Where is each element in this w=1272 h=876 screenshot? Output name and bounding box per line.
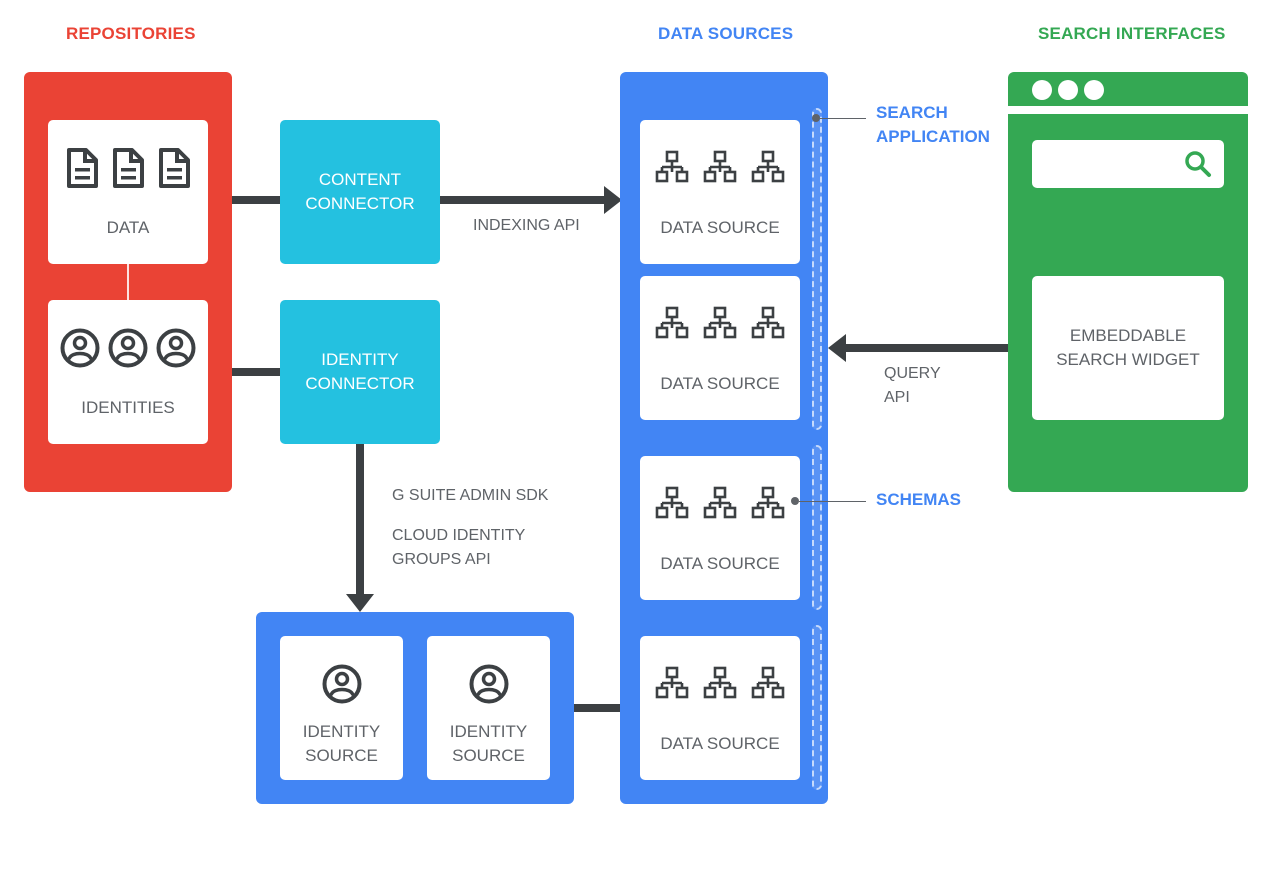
identity-sources-to-data-line (574, 704, 620, 712)
data-source-card[interactable]: DATA SOURCE (640, 120, 800, 264)
data-source-label: DATA SOURCE (660, 374, 780, 393)
data-card[interactable]: DATA (48, 120, 208, 264)
query-api-label-2: API (884, 389, 910, 406)
hierarchy-icon (655, 486, 689, 520)
search-application-rail (812, 445, 822, 610)
identity-source-label-2: SOURCE (305, 746, 378, 765)
window-control-dot[interactable] (1058, 80, 1078, 100)
data-source-label: DATA SOURCE (660, 554, 780, 573)
identity-connector-line1: IDENTITY (321, 350, 399, 369)
search-application-callout-2: APPLICATION (876, 127, 990, 146)
hierarchy-icon (655, 666, 689, 700)
data-source-label: DATA SOURCE (660, 218, 780, 237)
hierarchy-icon (655, 306, 689, 340)
data-source-card[interactable]: DATA SOURCE (640, 276, 800, 420)
query-arrow-line (844, 344, 1032, 352)
schema-icons (640, 150, 800, 184)
person-icon (322, 664, 362, 704)
cloud-identity-label-1: CLOUD IDENTITY (392, 527, 526, 544)
data-source-card[interactable]: DATA SOURCE (640, 456, 800, 600)
search-input[interactable] (1032, 140, 1224, 188)
search-application-rail (812, 625, 822, 790)
query-api-label-1: QUERY (884, 365, 941, 382)
schemas-leader (799, 501, 866, 502)
hierarchy-icon (751, 486, 785, 520)
search-interfaces-heading: SEARCH INTERFACES (1038, 24, 1226, 43)
identity-down-arrow-head (346, 594, 374, 612)
embeddable-search-widget[interactable]: EMBEDDABLE SEARCH WIDGET (1032, 276, 1224, 420)
identities-card[interactable]: IDENTITIES (48, 300, 208, 444)
document-icon (158, 148, 190, 188)
identity-source-card[interactable]: IDENTITY SOURCE (280, 636, 403, 780)
identity-source-label-2: SOURCE (452, 746, 525, 765)
indexing-arrow-head (604, 186, 622, 214)
identity-down-arrow-line (356, 444, 364, 596)
schema-icons (640, 666, 800, 700)
person-icon (108, 328, 148, 368)
schema-icons (640, 306, 800, 340)
schemas-callout: SCHEMAS (876, 490, 962, 509)
identity-source-label-1: IDENTITY (449, 722, 528, 741)
hierarchy-icon (703, 666, 737, 700)
indexing-arrow-line (440, 196, 606, 204)
data-source-label: DATA SOURCE (660, 734, 780, 753)
person-icon (60, 328, 100, 368)
cloud-identity-label-2: GROUPS API (392, 551, 491, 568)
person-icons (48, 328, 208, 368)
data-label: DATA (106, 218, 150, 237)
schemas-pointer (791, 497, 799, 505)
data-source-card[interactable]: DATA SOURCE (640, 636, 800, 780)
query-arrow-head (828, 334, 846, 362)
data-sources-heading: DATA SOURCES (658, 24, 794, 43)
admin-sdk-label: G SUITE ADMIN SDK (392, 487, 549, 504)
document-icon (112, 148, 144, 188)
identity-source-label-1: IDENTITY (302, 722, 381, 741)
document-icon (66, 148, 98, 188)
search-application-callout-1: SEARCH (876, 103, 948, 122)
widget-label-2: SEARCH WIDGET (1056, 350, 1200, 369)
identities-label: IDENTITIES (81, 398, 175, 417)
identity-connector[interactable]: IDENTITY CONNECTOR (280, 300, 440, 444)
hierarchy-icon (703, 306, 737, 340)
identities-to-identity-line (208, 368, 280, 376)
person-icon (469, 664, 509, 704)
hierarchy-icon (751, 150, 785, 184)
indexing-api-label: INDEXING API (473, 217, 580, 234)
content-connector-line1: CONTENT (318, 170, 402, 189)
repositories-heading: REPOSITORIES (66, 24, 196, 43)
search-application-rail (812, 108, 822, 430)
window-control-dot[interactable] (1032, 80, 1052, 100)
hierarchy-icon (751, 666, 785, 700)
browser-title-divider (1008, 106, 1248, 114)
hierarchy-icon (703, 486, 737, 520)
identity-source-card[interactable]: IDENTITY SOURCE (427, 636, 550, 780)
hierarchy-icon (655, 150, 689, 184)
data-identities-link (127, 264, 129, 300)
widget-label-1: EMBEDDABLE (1069, 326, 1187, 345)
window-control-dot[interactable] (1084, 80, 1104, 100)
person-icon (156, 328, 196, 368)
identity-connector-line2: CONNECTOR (305, 374, 415, 393)
document-icons (48, 148, 208, 188)
hierarchy-icon (703, 150, 737, 184)
search-application-leader (820, 118, 866, 119)
schema-icons (640, 486, 800, 520)
hierarchy-icon (751, 306, 785, 340)
content-connector[interactable]: CONTENT CONNECTOR (280, 120, 440, 264)
content-connector-line2: CONNECTOR (305, 194, 415, 213)
search-application-pointer (812, 114, 820, 122)
data-to-content-line (208, 196, 280, 204)
search-icon[interactable] (1184, 150, 1212, 178)
